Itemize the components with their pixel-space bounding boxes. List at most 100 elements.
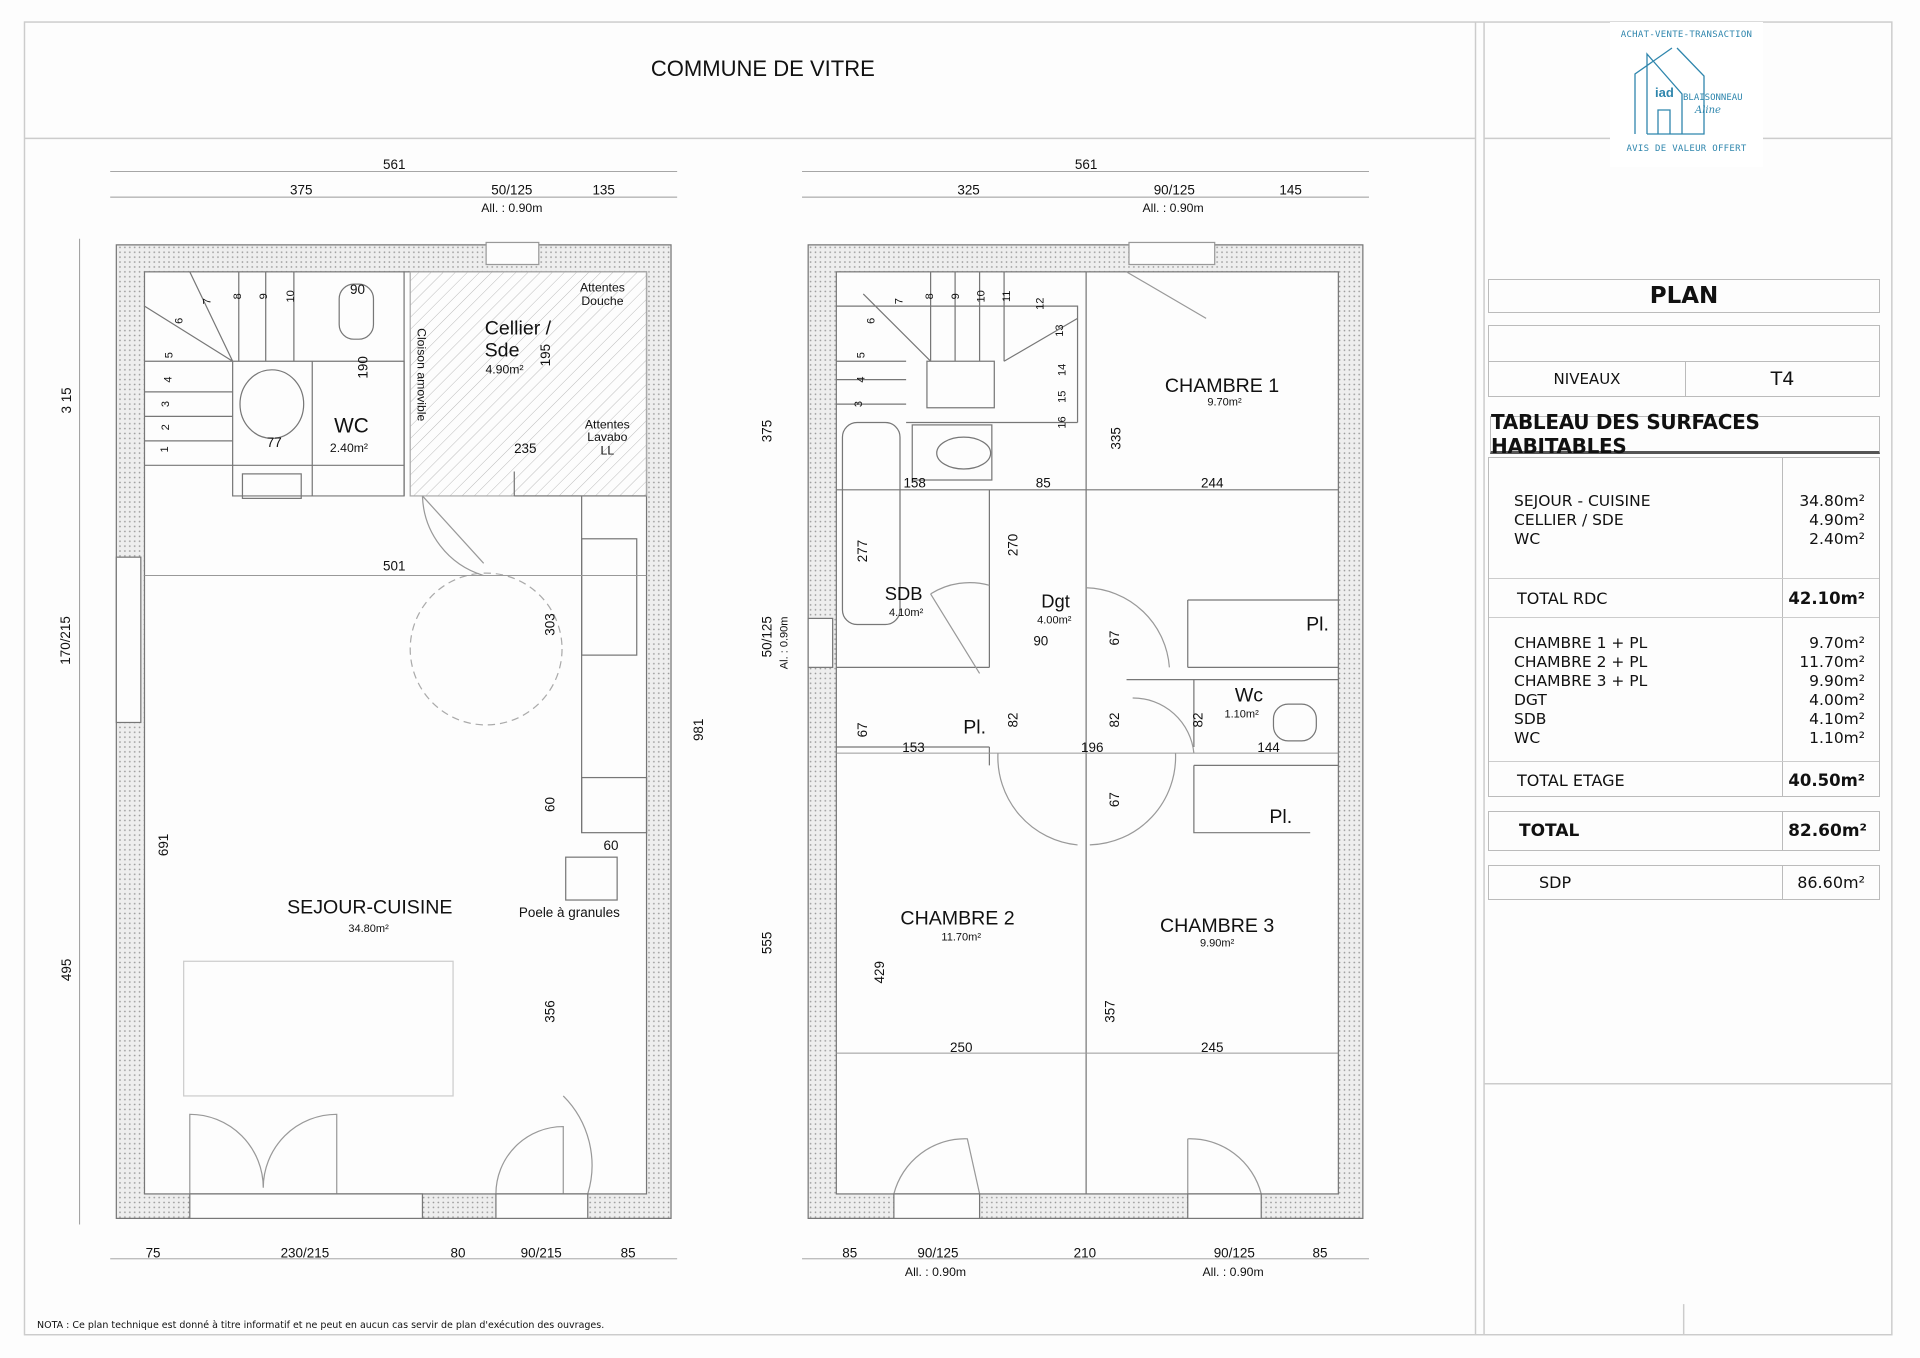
plan-label: 210 <box>1074 1246 1096 1261</box>
plan-label: Al. : 0.90m <box>778 617 790 670</box>
plan-label: Pl. <box>1269 806 1292 828</box>
total-value: 82.60m² <box>1788 821 1867 841</box>
plan-label: 67 <box>855 722 870 737</box>
plan-label: 82 <box>1006 713 1021 728</box>
plan-label: 245 <box>1201 1040 1223 1055</box>
stair-step-number: 4 <box>855 377 867 383</box>
stair-step-number: 3 <box>853 401 865 407</box>
stair-step-number: 16 <box>1056 416 1068 428</box>
niveaux-value: T4 <box>1770 368 1795 390</box>
plan-etage-dimension-lines <box>802 170 1369 1260</box>
plan-label: 270 <box>1006 534 1021 556</box>
stair-step-number: 9 <box>950 293 962 299</box>
stair-step-number: 7 <box>202 298 214 304</box>
stair-step-number: 11 <box>1001 291 1013 302</box>
plan-label: 90/125 <box>1214 1246 1255 1261</box>
plan-label: 153 <box>902 740 924 755</box>
plan-label: 325 <box>957 183 979 198</box>
plan-label: 357 <box>1102 1000 1117 1022</box>
plan-label: 77 <box>267 435 282 450</box>
plan-rdc-dimension-lines <box>79 170 678 1260</box>
plan-label: 4.00m² <box>1037 614 1072 626</box>
stair-step-number: 8 <box>924 293 936 299</box>
logo-tagline-top: ACHAT-VENTE-TRANSACTION <box>1620 30 1753 40</box>
plan-label: Poele à granules <box>519 905 620 920</box>
total-row: TOTAL 82.60m² <box>1488 811 1880 851</box>
plan-label: 85 <box>1036 475 1051 490</box>
stair-step-number: 9 <box>258 293 270 299</box>
plan-label: 277 <box>855 540 870 562</box>
logo-agent-signature: Aline <box>1695 105 1721 116</box>
sheet-frame <box>23 21 1893 1336</box>
plan-label: CHAMBRE 1 <box>1165 375 1279 397</box>
plan-label: 429 <box>872 961 887 983</box>
plan-label: 90/125 <box>917 1246 958 1261</box>
plan-label: Attentes <box>585 418 630 432</box>
stair-step-number: 10 <box>975 290 987 302</box>
plan-label: 85 <box>621 1246 636 1261</box>
plan-label: 2.40m² <box>330 441 368 455</box>
plan-label: Douche <box>581 294 623 308</box>
plan-label: 9.90m² <box>1200 938 1235 950</box>
plan-label: 80 <box>450 1246 465 1261</box>
logo-tagline-bottom: AVIS DE VALEUR OFFERT <box>1626 144 1747 154</box>
plan-label: 691 <box>156 834 171 856</box>
plan-label: 501 <box>383 559 405 574</box>
plan-heading: PLAN <box>1488 279 1880 313</box>
plan-label: 75 <box>146 1246 161 1261</box>
sdp-value: 86.60m² <box>1797 873 1865 892</box>
stair-step-number: 5 <box>855 352 867 358</box>
plan-label: Lavabo <box>587 430 627 444</box>
plan-label: 90/125 <box>1154 183 1195 198</box>
plan-label: 145 <box>1279 183 1301 198</box>
plan-label: 67 <box>1107 630 1122 645</box>
plan-label: All. : 0.90m <box>1142 201 1203 215</box>
plan-label: 335 <box>1108 427 1123 449</box>
stair-step-number: 5 <box>164 352 176 358</box>
agency-logo: ACHAT-VENTE-TRANSACTION iad BLAISONNEAU … <box>1610 22 1763 167</box>
stair-step-number: 15 <box>1056 391 1068 403</box>
plan-label: 561 <box>383 157 405 172</box>
plan-label: 196 <box>1081 740 1103 755</box>
plan-label: 9.70m² <box>1207 396 1242 408</box>
plan-label: 85 <box>1313 1246 1328 1261</box>
plan-label: All. : 0.90m <box>905 1265 966 1279</box>
stair-step-number: 6 <box>173 318 185 324</box>
plan-label: 82 <box>1107 713 1122 728</box>
plan-label: SDB <box>885 583 923 604</box>
niveaux-label: NIVEAUX <box>1489 362 1686 396</box>
plan-label: WC <box>334 414 369 437</box>
stair-step-number: 14 <box>1056 364 1068 376</box>
stair-step-number: 13 <box>1054 324 1066 336</box>
stair-step-number: 3 <box>160 401 172 407</box>
plan-label: Pl. <box>963 716 986 738</box>
plan-label: 981 <box>691 719 706 741</box>
plan-label: 50/125 <box>759 616 774 657</box>
plan-label: LL <box>601 443 615 457</box>
plan-label: 90/215 <box>521 1246 562 1261</box>
blank-row <box>1488 325 1880 361</box>
plan-label: CHAMBRE 3 <box>1160 915 1274 937</box>
total-label: TOTAL <box>1519 821 1580 841</box>
plan-label: All. : 0.90m <box>481 201 542 215</box>
stair-step-number: 1 <box>159 446 171 452</box>
niveaux-row: NIVEAUX T4 <box>1488 361 1880 397</box>
plan-label: 356 <box>543 1000 558 1022</box>
plan-label: Dgt <box>1041 590 1070 611</box>
plan-label: 60 <box>543 797 558 812</box>
stair-step-number: 4 <box>162 377 174 383</box>
plan-label: 50/125 <box>491 183 532 198</box>
plan-label: 230/215 <box>281 1246 330 1261</box>
plan-label: All. : 0.90m <box>1202 1265 1263 1279</box>
plan-etage-walls <box>807 241 1364 1220</box>
